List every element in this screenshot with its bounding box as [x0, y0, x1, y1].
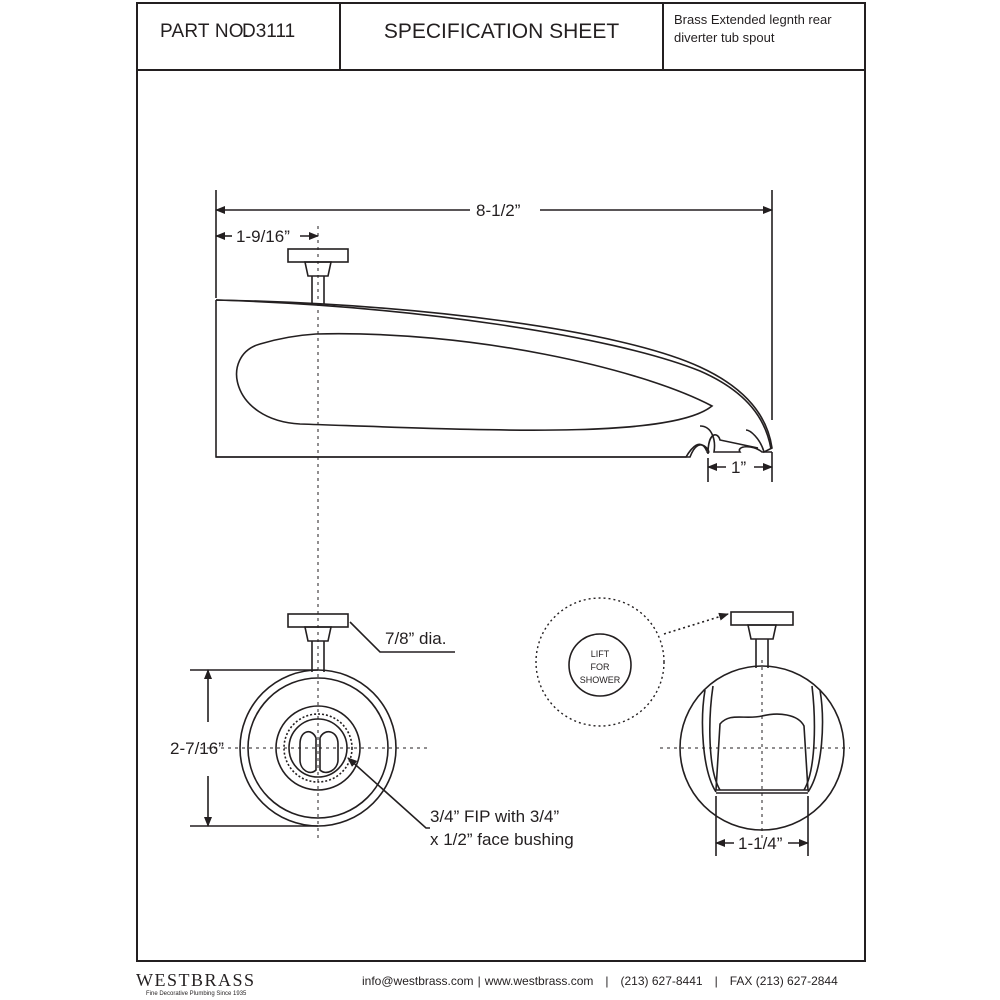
contact-line: info@westbrass.com|www.westbrass.com|(21… [362, 974, 838, 988]
phone-number: (213) 627-8441 [620, 974, 703, 988]
spout-front-view [679, 611, 845, 831]
label-spout-width: 1-1/4” [738, 834, 783, 853]
sheet-frame: PART NO. D3111 SPECIFICATION SHEET Brass… [136, 2, 866, 962]
brand-tagline: Fine Decorative Plumbing Since 1935 [146, 991, 247, 997]
part-number-cell: PART NO. D3111 [138, 4, 341, 69]
leader-fip [347, 757, 430, 829]
footer: WESTBRASS Fine Decorative Plumbing Since… [136, 968, 866, 1000]
callout-leader [663, 612, 729, 635]
lift-for-shower-callout [535, 597, 665, 727]
label-fip-line2: x 1/2” face bushing [430, 830, 574, 849]
callout-text-line2: FOR [591, 662, 610, 672]
title-cell: SPECIFICATION SHEET [341, 4, 664, 69]
label-fip-line1: 3/4” FIP with 3/4” [430, 807, 559, 826]
part-label: PART NO. [160, 21, 250, 42]
website-link[interactable]: www.westbrass.com [484, 974, 594, 988]
brand-logo: WESTBRASS [136, 970, 256, 990]
callout-text-line1: LIFT [591, 649, 610, 659]
email-link[interactable]: info@westbrass.com [362, 974, 474, 988]
label-knob-diameter: 7/8” dia. [385, 629, 446, 648]
spout-side-view [215, 248, 773, 458]
part-number: D3111 [242, 21, 296, 42]
fax-number: FAX (213) 627-2844 [729, 974, 838, 988]
label-diverter-offset: 1-9/16” [236, 227, 290, 246]
leader-knob [349, 621, 455, 653]
description-cell: Brass Extended legnth rear diverter tub … [664, 4, 864, 69]
label-outlet-width: 1” [731, 458, 746, 477]
label-body-height: 2-7/16” [170, 739, 224, 758]
label-overall-length: 8-1/2” [476, 201, 521, 220]
product-description: Brass Extended legnth rear diverter tub … [674, 12, 832, 45]
header-row: PART NO. D3111 SPECIFICATION SHEET Brass… [138, 4, 864, 71]
sheet-title: SPECIFICATION SHEET [383, 20, 620, 43]
callout-text-line3: SHOWER [580, 675, 621, 685]
lift-for-shower-button [568, 633, 632, 697]
